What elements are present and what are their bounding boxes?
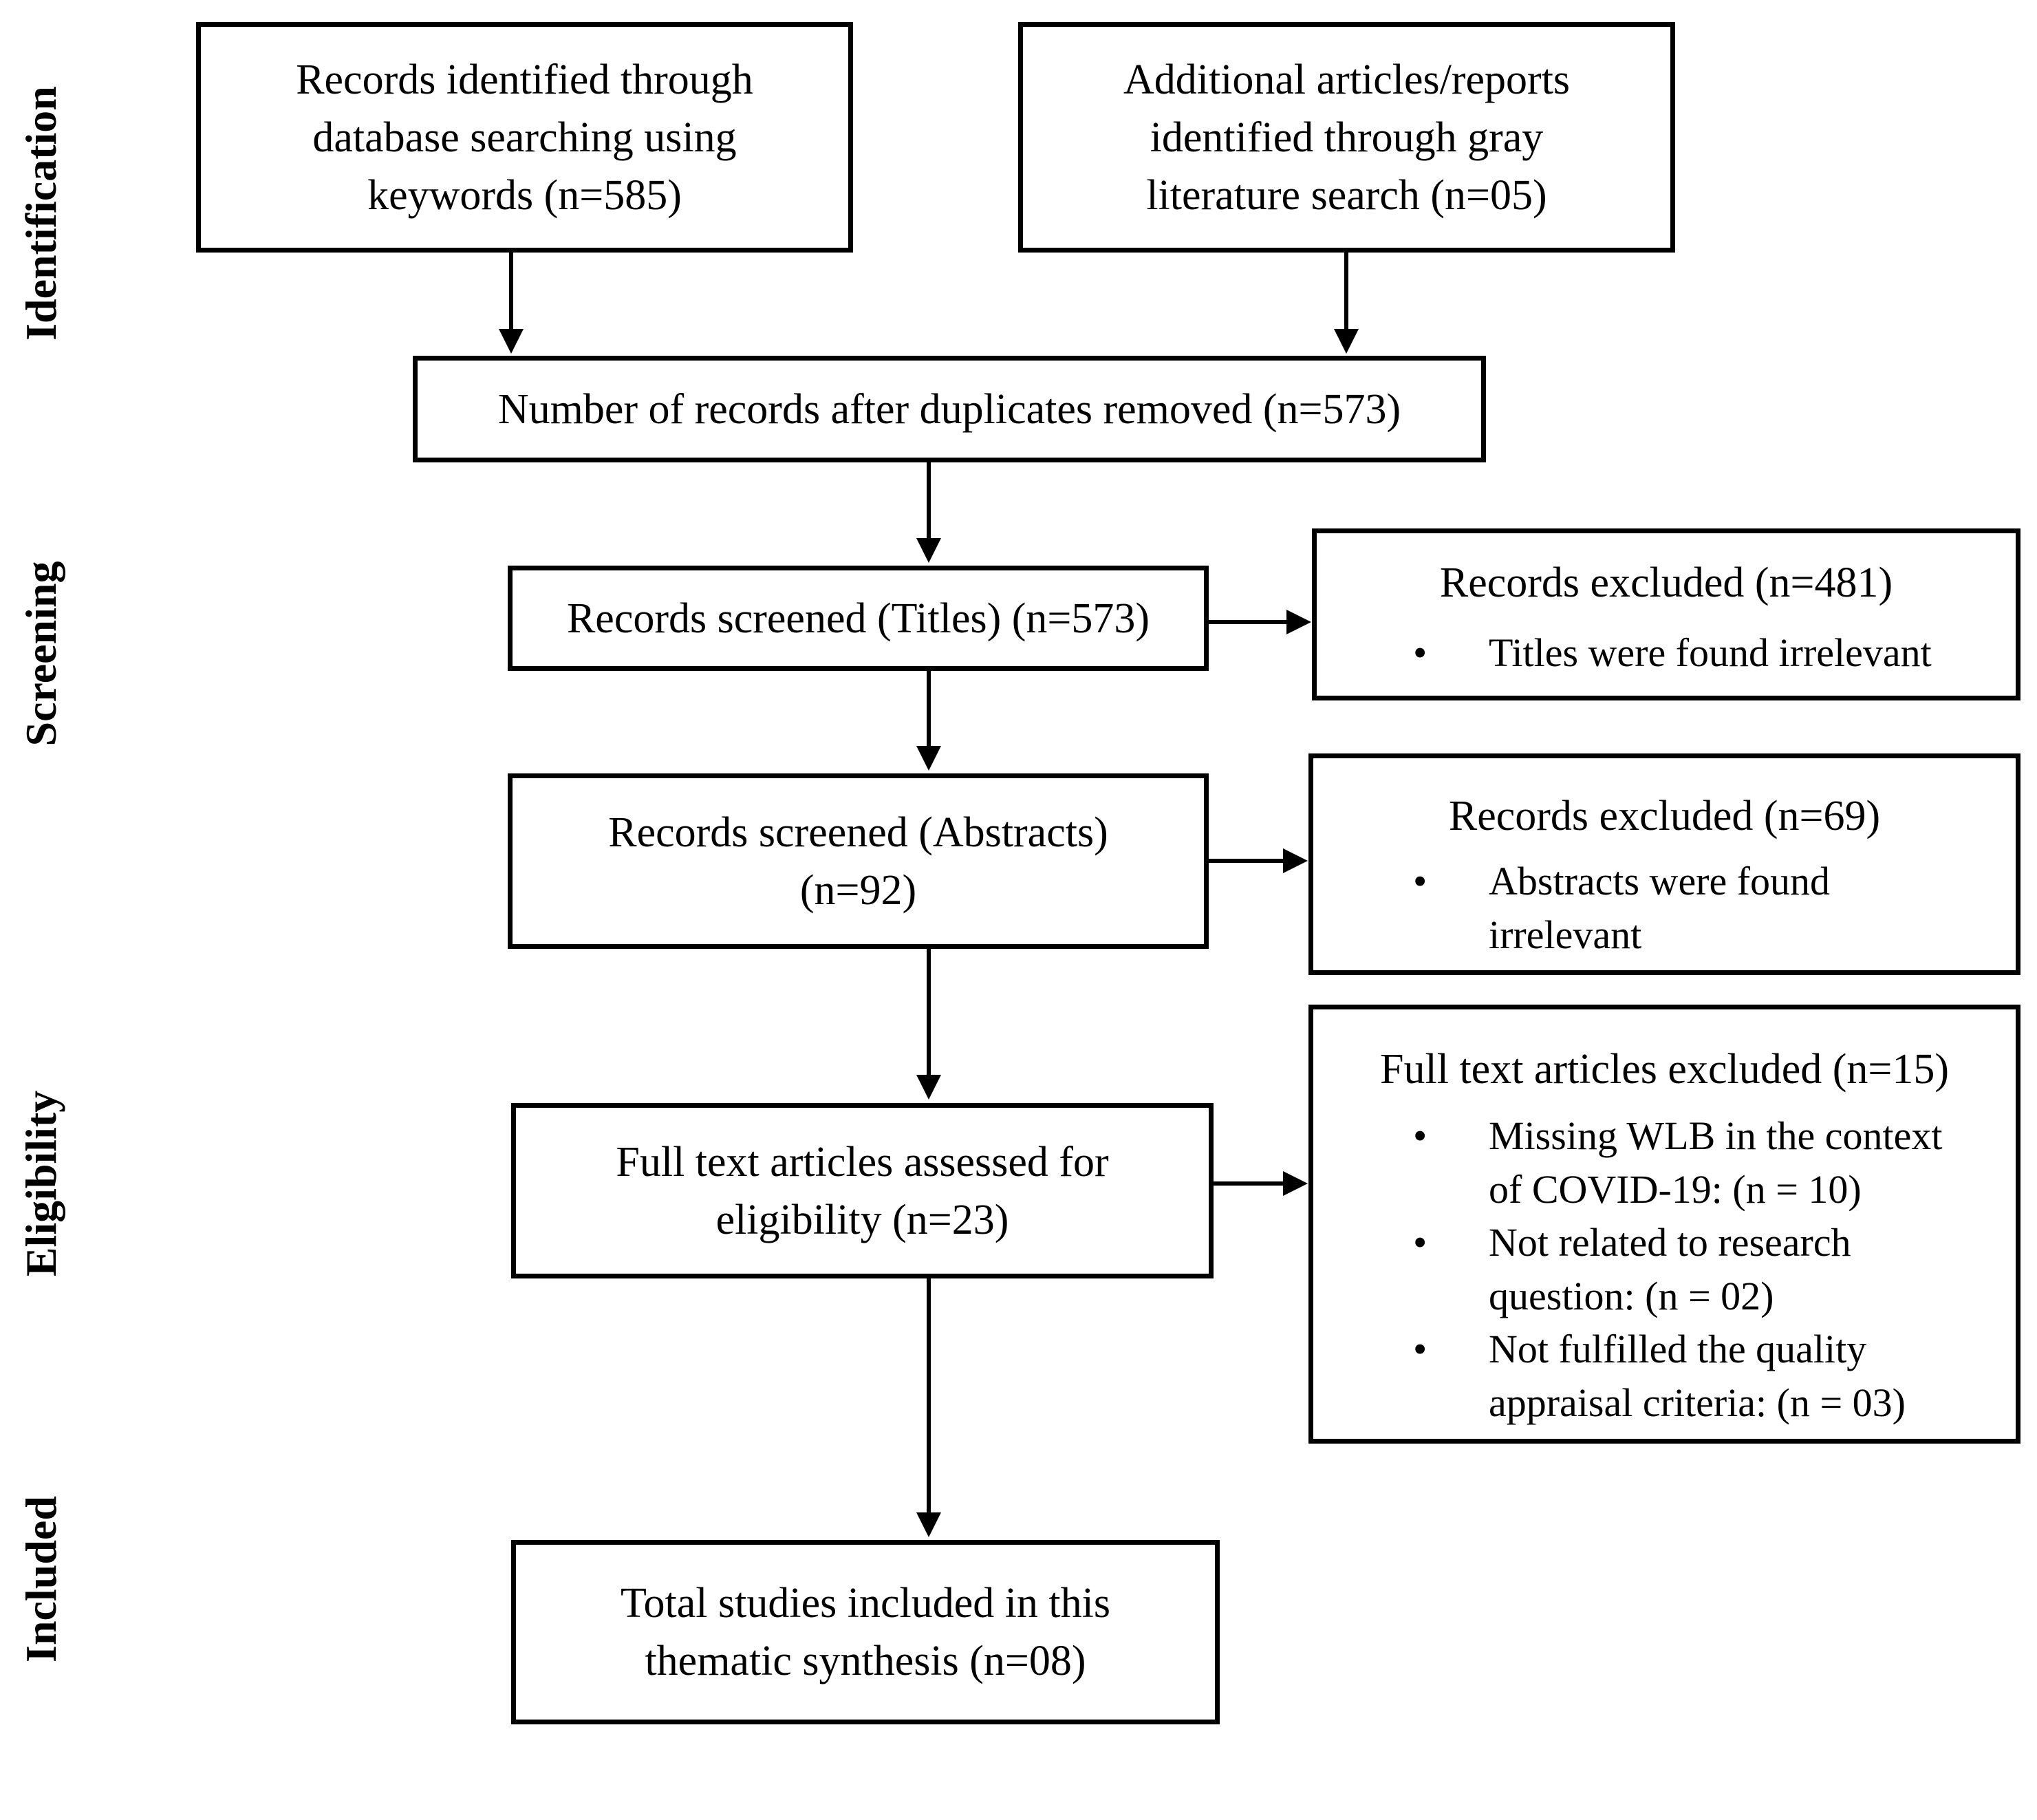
box-gray-literature-text: Additional articles/reports identified t… <box>1123 56 1571 219</box>
box-database-records-text: Records identified through database sear… <box>296 56 753 219</box>
titles-excluded-bullet: Titles were found irrelevant <box>1489 630 1932 675</box>
box-duplicates-removed: Number of records after duplicates remov… <box>413 356 1486 462</box>
box-fulltext-assessed-text: Full text articles assessed for eligibil… <box>616 1138 1109 1243</box>
fulltext-excluded-bullet-dot-2: • <box>1413 1220 1427 1265</box>
abstracts-excluded-bullet: Abstracts were found irrelevant <box>1489 859 1831 957</box>
fulltext-excluded-heading: Full text articles excluded (n=15) <box>1380 1046 1949 1093</box>
box-titles-screened: Records screened (Titles) (n=573) <box>508 566 1209 671</box>
flow-arrows <box>499 253 1359 1537</box>
box-studies-included: Total studies included in this thematic … <box>511 1540 1220 1724</box>
box-abstracts-screened: Records screened (Abstracts) (n=92) <box>508 773 1209 949</box>
titles-excluded-bullet-dot: • <box>1413 630 1427 675</box>
abstracts-excluded-heading: Records excluded (n=69) <box>1448 793 1881 839</box>
fulltext-excluded-bullet-dot-3: • <box>1413 1327 1427 1371</box>
fulltext-excluded-bullet-1: Missing WLB in the context of COVID-19: … <box>1489 1113 1943 1212</box>
box-studies-included-text: Total studies included in this thematic … <box>620 1580 1111 1684</box>
box-database-records: Records identified through database sear… <box>196 22 853 253</box>
box-duplicates-removed-text: Number of records after duplicates remov… <box>497 385 1401 433</box>
box-fulltext-assessed: Full text articles assessed for eligibil… <box>511 1103 1214 1278</box>
box-fulltext-excluded: Full text articles excluded (n=15) • Mis… <box>1308 1005 2020 1444</box>
titles-excluded-heading: Records excluded (n=481) <box>1439 559 1893 606</box>
abstracts-excluded-bullet-dot: • <box>1413 859 1427 903</box>
box-titles-screened-text: Records screened (Titles) (n=573) <box>566 595 1150 642</box>
box-titles-excluded: Records excluded (n=481) • Titles were f… <box>1312 528 2020 700</box>
fulltext-excluded-bullet-dot-1: • <box>1413 1113 1427 1158</box>
box-gray-literature: Additional articles/reports identified t… <box>1018 22 1675 253</box>
fulltext-excluded-bullet-2: Not related to research question: (n = 0… <box>1489 1220 1851 1318</box>
fulltext-excluded-bullet-3: Not fulfilled the quality appraisal crit… <box>1489 1327 1906 1425</box>
box-abstracts-screened-text: Records screened (Abstracts) (n=92) <box>608 809 1108 914</box>
box-abstracts-excluded: Records excluded (n=69) • Abstracts were… <box>1308 753 2020 975</box>
